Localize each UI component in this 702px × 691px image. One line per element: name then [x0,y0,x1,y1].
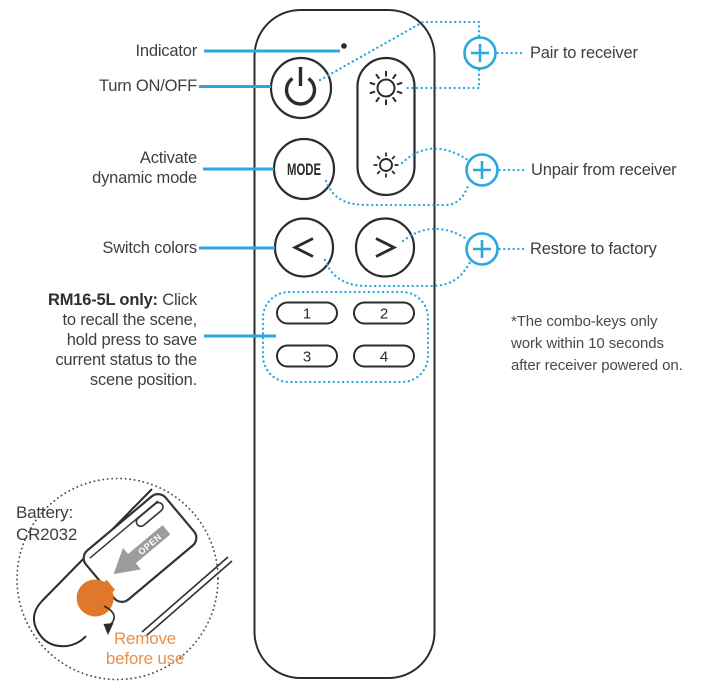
battery-inset: OPEN [16,477,233,681]
remove-before-use-label: Remove before use [105,629,185,668]
pair-label: Pair to receiver [530,44,638,62]
indicator-label: Indicator [135,42,198,60]
power-label: Turn ON/OFF [98,77,197,95]
battery-inset-circle [16,477,219,681]
brightness-up-icon [369,71,403,105]
battery-door-latch [135,501,164,528]
scene-button-4 [353,344,415,368]
open-arrow-icon [113,525,171,575]
combo-key-paths [318,20,528,288]
scene-button-1-label: 1 [303,306,311,323]
brightness-down-icon [373,152,399,178]
color-next-button [354,217,416,278]
restore-label: Restore to factory [530,240,657,258]
mode-button-label: MODE [287,160,321,179]
switch-colors-label: Switch colors [102,239,197,257]
unpair-path-dim [400,147,470,165]
unpair-path-mode [324,179,471,207]
unpair-plus-icon [465,153,499,187]
battery-pull-tab [76,579,114,617]
unpair-label: Unpair from receiver [531,161,677,179]
scene-note-model: RM16-5L only: [47,291,158,309]
dynamic-mode-label: Activate dynamic mode [92,149,197,187]
chevron-left-icon [291,237,314,258]
scene-button-2-label: 2 [380,306,388,323]
restore-plus-icon [465,232,499,266]
remote-back-outline [32,488,153,648]
scene-note: RM16-5L only: Click to recall the scene,… [47,291,197,389]
color-prev-button [273,217,335,278]
scene-button-1 [276,301,338,325]
scene-button-2 [353,301,415,325]
scene-button-3 [276,344,338,368]
remote-back-edge-inner [145,560,233,637]
pair-path-power [318,20,481,82]
pair-plus-icon [463,36,497,70]
combo-key-footnote: *The combo-keys only work within 10 seco… [511,313,683,374]
scene-button-4-label: 4 [380,349,388,366]
scene-button-3-label: 3 [303,349,311,366]
battery-type-label: Battery: CR2032 [16,503,78,544]
remove-arrow-head [103,623,114,635]
combo-plus-badges [463,36,499,266]
restore-path-prev [323,258,472,288]
scene-buttons: 1 2 3 4 [276,301,415,368]
pair-path-bright [402,68,481,90]
remote-back-edge-outer [141,556,229,633]
chevron-right-icon [375,237,398,258]
indicator-led [341,43,347,49]
callout-lines-left [199,49,340,338]
battery-door-group: OPEN [76,493,198,617]
power-icon [284,67,317,106]
